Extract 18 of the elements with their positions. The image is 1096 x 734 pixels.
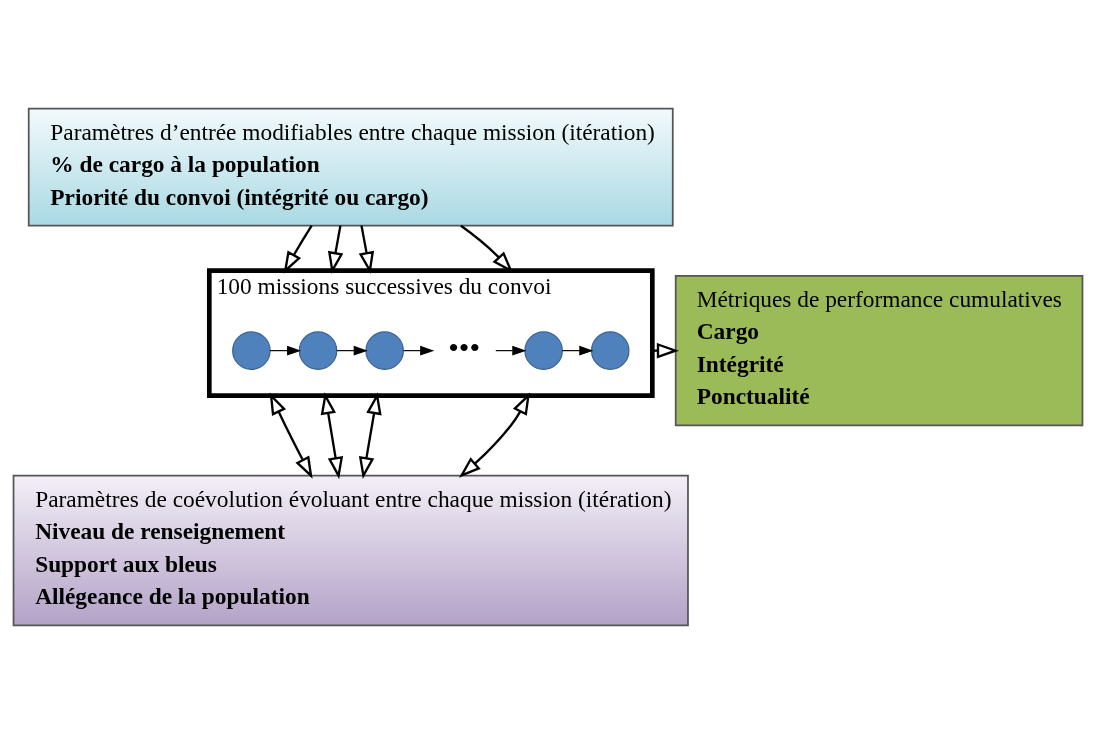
arrow <box>320 392 344 480</box>
node-box: Paramètres d’entrée modifiables entre chaque mission (itération) % de cargo à la population Priorité du convoi (intégrité ou cargo) <box>27 107 674 227</box>
arrow <box>269 392 313 479</box>
node-box: Paramètres de coévolution évoluant entre chaque mission (itération) Niveau de renseignement Support aux bleus Allégeance de la population <box>12 474 689 627</box>
arrow <box>460 224 514 274</box>
arrow <box>283 225 313 274</box>
arrow <box>358 392 382 480</box>
node-circle <box>365 331 404 370</box>
node-text: ••• <box>448 331 481 365</box>
node-circle <box>298 331 338 370</box>
arrow <box>458 392 530 478</box>
node-circle <box>590 331 630 370</box>
arrow <box>358 225 375 275</box>
node-circle <box>232 331 271 370</box>
node-box: Métriques de performance cumulatives Cargo Intégrité Ponctualité <box>674 274 1084 427</box>
arrow <box>652 342 680 359</box>
arrow <box>327 225 344 275</box>
node-circle <box>524 331 563 370</box>
